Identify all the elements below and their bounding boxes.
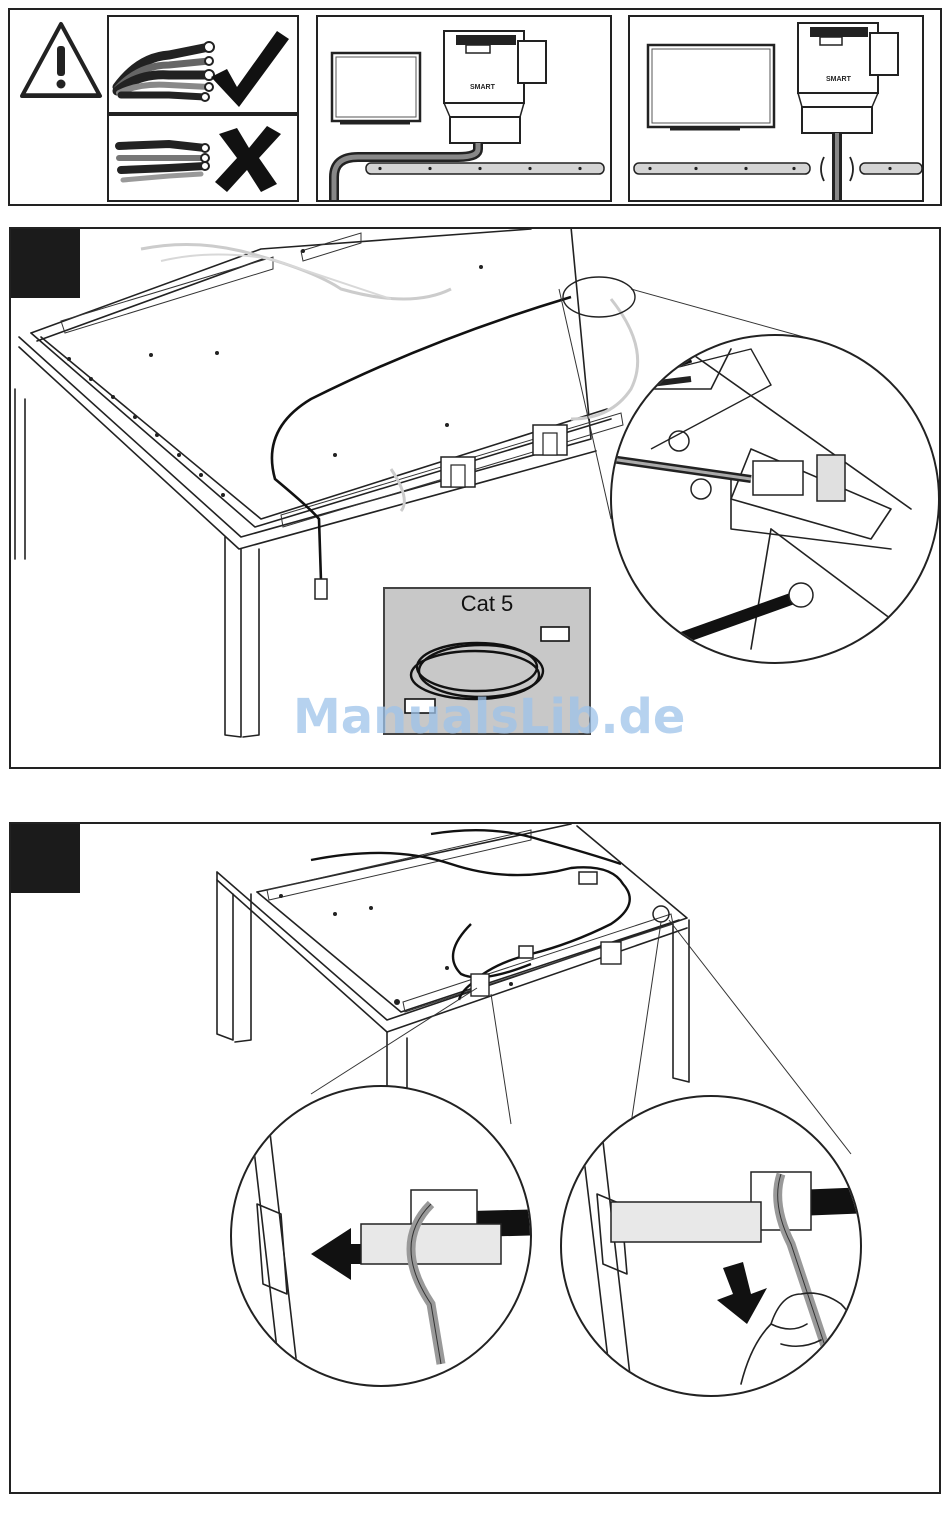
brand-logo: SMART bbox=[470, 84, 496, 91]
rj45-plug-icon bbox=[315, 579, 327, 599]
watermark: ManualsLib.de bbox=[293, 689, 685, 745]
table-cable-tie-illustration bbox=[11, 824, 939, 1492]
top-instruction-strip: SMART SMART bbox=[8, 8, 942, 206]
display-icon bbox=[332, 53, 420, 121]
cable-routing-cover-panel: SMART bbox=[316, 15, 612, 202]
cross-icon bbox=[215, 126, 281, 192]
step-panel-cable-insertion: Cat 5 ManualsLib.de bbox=[9, 227, 941, 769]
cable-cover-rail bbox=[366, 163, 604, 174]
checkmark-icon bbox=[211, 31, 289, 107]
display-icon bbox=[648, 45, 774, 127]
brand-logo: SMART bbox=[826, 76, 852, 83]
warning-icon bbox=[16, 16, 106, 106]
cable-cover-rail bbox=[634, 163, 810, 174]
cable-routing-wall-panel: SMART bbox=[628, 15, 924, 202]
bundled-cables-correct-panel bbox=[107, 15, 299, 114]
projector-box-icon: SMART bbox=[444, 31, 546, 143]
loose-cable-icon bbox=[119, 144, 209, 180]
loose-cables-incorrect-panel bbox=[107, 114, 299, 202]
cat5-cable-run bbox=[272, 297, 571, 581]
zoom-detail-circle-right bbox=[561, 1096, 861, 1396]
cable-bundle-icon bbox=[117, 42, 214, 101]
projector-box-icon: SMART bbox=[798, 23, 898, 133]
step-panel-cable-tie bbox=[9, 822, 941, 1494]
